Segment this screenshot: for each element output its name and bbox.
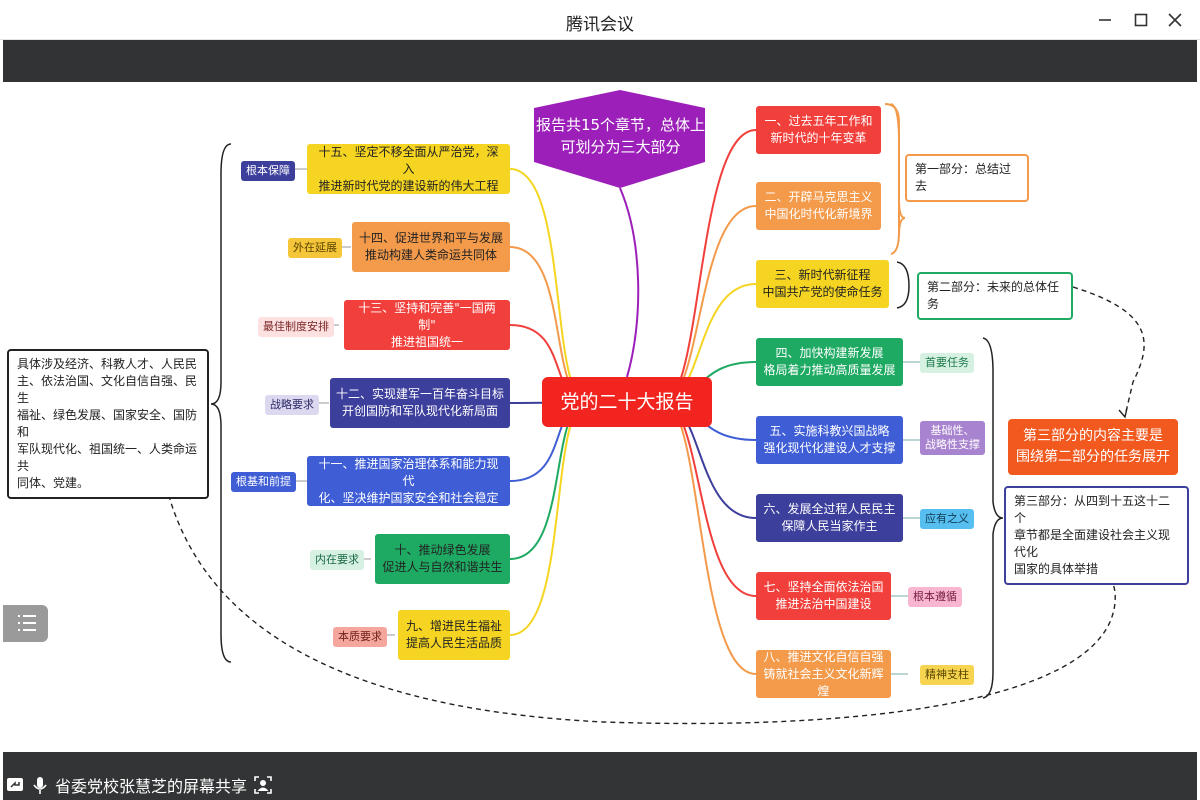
part2-label: 第二部分：未来的总体任务 (917, 272, 1073, 320)
part3-box: 第三部分：从四到十五这十二个 章节都是全面建设社会主义现代化 国家的具体举措 (1004, 486, 1189, 585)
right-node-3: 三、新时代新征程 中国共产党的使命任务 (756, 260, 889, 308)
center-node: 党的二十大报告 (542, 377, 712, 427)
right-node-5: 五、实施科教兴国战略 强化现代化建设人才支撑 (756, 416, 903, 464)
dashed-arrow-part2 (1072, 286, 1145, 417)
left-tag-10: 内在要求 (310, 550, 364, 570)
left-tag-15: 根本保障 (241, 161, 295, 181)
left-node-9: 九、增进民生福祉 提高人民生活品质 (398, 610, 510, 660)
screen-share-icon (7, 778, 23, 791)
right-tag-3: 应有之义 (920, 509, 974, 529)
left-summary-box: 具体涉及经济、科教人才、人民民 主、依法治国、文化自信自强、民生 福祉、绿色发展… (7, 349, 209, 499)
title-bar: 腾讯会议 (0, 0, 1200, 40)
left-tag-11: 根基和前提 (231, 472, 296, 492)
share-label: 省委党校张慧芝的屏幕共享 (55, 777, 248, 796)
right-tag-2: 基础性、 战略性支撑 (920, 421, 985, 455)
share-status: 省委党校张慧芝的屏幕共享 (5, 772, 273, 798)
right-node-2: 二、开辟马克思主义 中国化时代化新境界 (756, 182, 881, 230)
left-node-12: 十二、实现建军一百年奋斗目标 开创国防和军队现代化新局面 (330, 378, 510, 428)
bottom-bar: 省委党校张慧芝的屏幕共享 (3, 752, 1197, 800)
meeting-toolbar (3, 40, 1197, 82)
left-node-15: 十五、坚定不移全面从严治党，深入 推进新时代党的建设新的伟大工程 (307, 144, 510, 194)
left-tag-12: 战略要求 (265, 395, 319, 415)
window-title: 腾讯会议 (566, 15, 634, 35)
left-node-11: 十一、推进国家治理体系和能力现代 化、坚决维护国家安全和社会稳定 (307, 456, 510, 506)
left-tag-13: 最佳制度安排 (258, 317, 334, 337)
bracket-left (210, 143, 232, 663)
left-node-14: 十四、促进世界和平与发展 推动构建人类命运共同体 (352, 222, 510, 272)
part1-label: 第一部分：总结过去 (905, 154, 1029, 202)
right-tag-4: 根本遵循 (908, 587, 962, 607)
dashed-arrow-bottom (160, 459, 1116, 725)
maximize-icon[interactable] (1129, 8, 1153, 32)
microphone-icon[interactable] (31, 775, 49, 795)
left-node-13: 十三、坚持和完善"一国两制" 推进祖国统一 (344, 300, 510, 350)
bracket-part1-b (890, 103, 900, 255)
right-node-4: 四、加快构建新发展 格局着力推动高质量发展 (756, 338, 903, 386)
left-node-10: 十、推动绿色发展 促进人与自然和谐共生 (375, 534, 510, 584)
arrowhead-part2 (1118, 407, 1128, 419)
right-node-7: 七、坚持全面依法治国 推进法治中国建设 (756, 572, 891, 620)
link-header (619, 187, 640, 378)
header-hexagon: 报告共15个章节，总体上 可划分为三大部分 (535, 116, 706, 156)
bracket-part2 (896, 261, 910, 309)
minimize-icon[interactable] (1093, 8, 1117, 32)
close-icon[interactable] (1163, 8, 1187, 32)
right-tag-5: 精神支柱 (920, 665, 974, 685)
person-frame-icon[interactable] (253, 775, 273, 795)
right-tag-1: 首要任务 (920, 353, 974, 373)
left-tag-14: 外在延展 (288, 238, 342, 258)
menu-icon[interactable] (3, 605, 48, 642)
shared-screen-canvas: 报告共15个章节，总体上 可划分为三大部分 党的二十大报告 一、过去五年工作和 … (3, 82, 1197, 752)
part3-heading: 第三部分的内容主要是 围绕第二部分的任务展开 (1008, 419, 1178, 475)
header-hexagon-shape (534, 90, 705, 188)
left-tag-9: 本质要求 (333, 627, 387, 647)
right-node-6: 六、发展全过程人民民主 保障人民当家作主 (756, 494, 903, 542)
bracket-part3 (982, 337, 1004, 699)
right-node-8: 八、推进文化自信自强 铸就社会主义文化新辉煌 (756, 650, 891, 698)
right-node-1: 一、过去五年工作和 新时代的十年变革 (756, 106, 881, 154)
